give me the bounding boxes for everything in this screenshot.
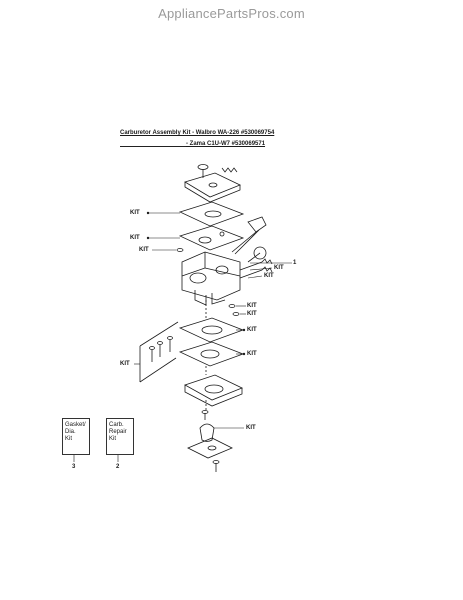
top-screw — [197, 164, 209, 178]
gasket-kit-line-1: Gasket/ — [65, 422, 86, 428]
top-cover — [184, 172, 241, 203]
watermark: AppliancePartsPros.com — [158, 6, 305, 21]
small-disc-2 — [232, 312, 240, 316]
filter-cup — [199, 423, 215, 442]
repair-kit-line-2: Repair — [109, 429, 127, 435]
kit-label-8: KIT — [247, 327, 257, 333]
repair-kit-line-3: Kit — [109, 436, 117, 442]
diaphragm-plate-3 — [178, 341, 245, 367]
bottom-bracket — [187, 437, 233, 459]
kit-label-5: KIT — [264, 273, 274, 279]
needle-adjust — [239, 258, 273, 279]
gasket-kit-number: 3 — [72, 464, 76, 470]
gasket-kit-line-2: Dia. — [65, 429, 76, 435]
kit-label-1: KIT — [130, 210, 140, 216]
repair-kit-number: 2 — [116, 464, 120, 470]
gasket-1 — [178, 317, 245, 343]
repair-kit-box: Carb. Repair Kit — [106, 418, 134, 455]
kit-label-10: KIT — [120, 361, 130, 367]
kit-label-9: KIT — [247, 351, 257, 357]
kit-bracket-left — [139, 321, 179, 383]
title-rule — [120, 146, 186, 147]
diaphragm-plate-2 — [178, 225, 245, 251]
repair-kit-line-1: Carb. — [109, 422, 124, 428]
gasket-kit-box: Gasket/ Dia. Kit — [62, 418, 90, 455]
kit-label-11: KIT — [246, 425, 256, 431]
small-disc — [228, 304, 236, 308]
kit-label-4: KIT — [274, 265, 284, 271]
throttle-lever — [231, 216, 267, 263]
kit-label-3: KIT — [139, 247, 149, 253]
small-ring — [176, 248, 184, 252]
kit-label-2: KIT — [130, 235, 140, 241]
left-screws — [149, 336, 173, 362]
kit-label-7: KIT — [247, 311, 257, 317]
upper-spring — [221, 167, 238, 173]
carburetor-body — [181, 251, 241, 306]
gasket-kit-line-3: Kit — [65, 436, 73, 442]
diaphragm-plate-1 — [178, 201, 245, 227]
diagram-subtitle: - Zama C1U-W7 #530069571 — [186, 141, 266, 147]
kit-label-6: KIT — [247, 303, 257, 309]
bottom-screw — [212, 460, 220, 472]
callout-1: 1 — [293, 260, 297, 266]
lower-screw — [201, 410, 209, 420]
diagram-title: Carburetor Assembly Kit - Walbro WA-226 … — [120, 130, 275, 136]
bottom-cover — [184, 374, 243, 407]
